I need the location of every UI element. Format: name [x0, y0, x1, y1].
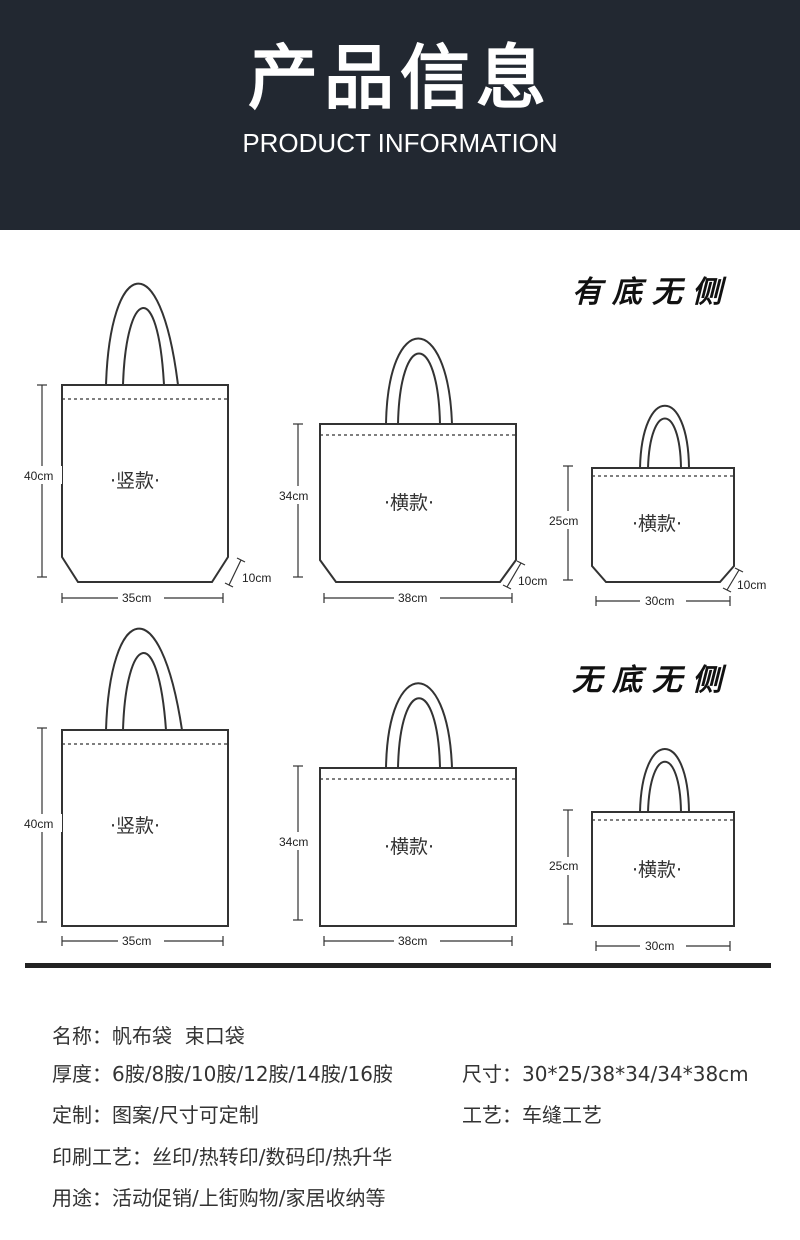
info-thickness-label: 厚度： — [52, 1062, 112, 1086]
bag-body — [591, 811, 735, 927]
info-size: 尺寸：30*25/38*34/34*38cm — [462, 1060, 749, 1088]
dimension-width-label: 30cm — [645, 939, 674, 953]
bag-handle — [105, 627, 183, 731]
bag-style-label: ·横款· — [632, 859, 682, 881]
bag-style-label: ·横款· — [632, 513, 682, 535]
bag-style-label: ·横款· — [384, 492, 434, 514]
info-name-label: 名称： — [52, 1024, 112, 1048]
dimension-width-label: 38cm — [398, 934, 427, 948]
info-usage: 用途：活动促销/上街购物/家居收纳等 — [52, 1184, 385, 1212]
dimension-depth-label: 10cm — [518, 574, 547, 588]
info-custom-value: 图案/尺寸可定制 — [112, 1103, 259, 1127]
dimension-depth — [502, 560, 526, 590]
info-craft-value: 车缝工艺 — [522, 1103, 602, 1127]
bag-horizontal-flat — [319, 682, 517, 927]
bag-handle — [639, 405, 690, 469]
bag-handle — [385, 337, 453, 425]
bag-small-gusset — [591, 405, 735, 583]
info-custom-label: 定制： — [52, 1103, 112, 1127]
dimension-depth-label: 10cm — [242, 571, 271, 585]
page-title: 产品信息 — [248, 37, 552, 119]
header-banner: 产品信息 PRODUCT INFORMATION — [0, 0, 800, 230]
bag-horizontal-gusset — [319, 337, 517, 583]
dimension-height-label: 34cm — [279, 835, 308, 849]
info-usage-label: 用途： — [52, 1186, 112, 1210]
dimension-height-label: 34cm — [279, 489, 308, 503]
info-printing: 印刷工艺：丝印/热转印/数码印/热升华 — [52, 1143, 392, 1171]
section-divider — [25, 963, 771, 968]
dimension-height-label: 25cm — [549, 514, 578, 528]
info-size-label: 尺寸： — [462, 1062, 522, 1086]
bag-small-flat — [591, 748, 735, 927]
bag-handle — [105, 282, 179, 386]
bag-style-label: ·竖款· — [110, 815, 160, 837]
dimension-width-label: 35cm — [122, 934, 151, 948]
bag-handle — [385, 682, 453, 769]
dimension-depth — [722, 567, 744, 593]
dimension-height-label: 40cm — [24, 469, 53, 483]
bag-size-diagram: 有底无侧 无底无侧 ·竖款· 40cm 35cm 10cm ·横款· 34cm — [22, 275, 771, 968]
dimension-width-label: 35cm — [122, 591, 151, 605]
info-craft-label: 工艺： — [462, 1103, 522, 1127]
bag-handle — [639, 748, 690, 813]
bag-vertical-gusset — [61, 282, 229, 583]
bag-vertical-flat — [61, 627, 229, 927]
dimension-width-label: 38cm — [398, 591, 427, 605]
info-craft: 工艺：车缝工艺 — [462, 1101, 602, 1129]
info-thickness-value: 6胺/8胺/10胺/12胺/14胺/16胺 — [112, 1062, 393, 1086]
dimension-height-label: 25cm — [549, 859, 578, 873]
dimension-depth-label: 10cm — [737, 578, 766, 592]
dimension-depth — [224, 557, 246, 588]
info-usage-value: 活动促销/上街购物/家居收纳等 — [112, 1186, 386, 1210]
section-title-with-gusset: 有底无侧 — [572, 275, 732, 310]
bag-style-label: ·竖款· — [110, 470, 160, 492]
info-thickness: 厚度：6胺/8胺/10胺/12胺/14胺/16胺 — [52, 1060, 393, 1088]
bag-body — [319, 423, 517, 583]
dimension-width-label: 30cm — [645, 594, 674, 608]
info-name-value: 帆布袋 束口袋 — [112, 1024, 245, 1048]
dimension-height-label: 40cm — [24, 817, 53, 831]
section-title-flat: 无底无侧 — [572, 663, 732, 698]
info-printing-label: 印刷工艺： — [52, 1145, 152, 1169]
info-name: 名称：帆布袋 束口袋 — [52, 1022, 245, 1050]
page-subtitle: PRODUCT INFORMATION — [242, 128, 558, 158]
bag-body — [61, 384, 229, 583]
info-printing-value: 丝印/热转印/数码印/热升华 — [152, 1145, 393, 1169]
bag-style-label: ·横款· — [384, 836, 434, 858]
bag-body — [319, 767, 517, 927]
info-custom: 定制：图案/尺寸可定制 — [52, 1101, 259, 1129]
bag-body — [591, 467, 735, 583]
info-size-value: 30*25/38*34/34*38cm — [522, 1062, 749, 1086]
